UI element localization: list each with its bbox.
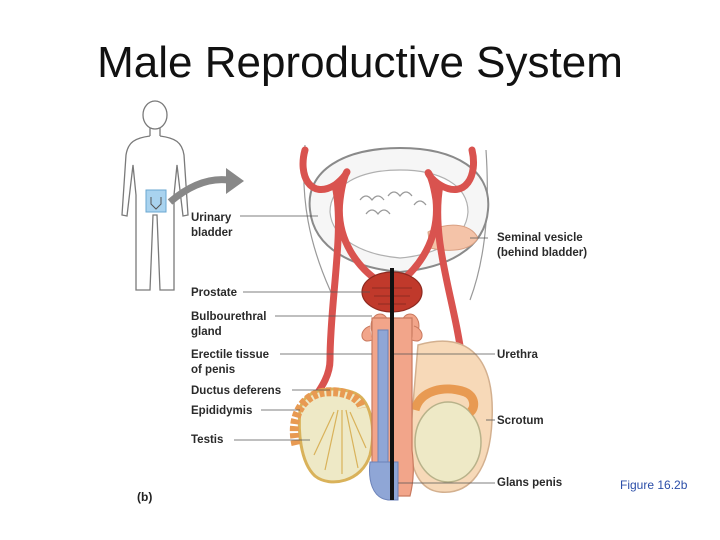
bulbourethral-gland-label: Bulbourethral gland [191, 310, 266, 340]
panel-label: (b) [137, 490, 152, 504]
urethra-label: Urethra [497, 348, 538, 363]
seminal-vesicle-label: Seminal vesicle (behind bladder) [497, 231, 587, 261]
glans-penis-label: Glans penis [497, 476, 562, 491]
epididymis-label: Epididymis [191, 404, 252, 419]
ductus-deferens-label: Ductus deferens [191, 384, 281, 399]
arrow-head-icon [226, 168, 244, 194]
urinary-bladder-label: Urinary bladder [191, 211, 233, 241]
scrotum-label: Scrotum [497, 414, 544, 429]
prostate-label: Prostate [191, 286, 237, 301]
testis-right [415, 402, 481, 482]
erectile-tissue-label: Erectile tissue of penis [191, 348, 269, 378]
testis-label: Testis [191, 433, 223, 448]
figure-reference: Figure 16.2b [620, 478, 687, 492]
